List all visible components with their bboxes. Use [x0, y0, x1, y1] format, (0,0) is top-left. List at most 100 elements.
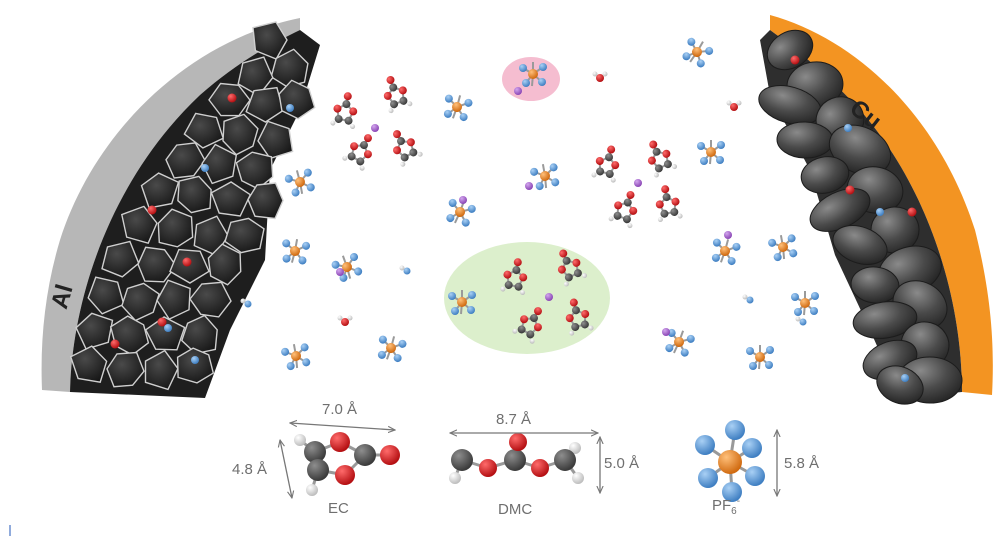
- oxygen-atom: [655, 200, 664, 209]
- oxygen-atom: [513, 258, 522, 267]
- dmc-label: DMC: [498, 501, 533, 518]
- pf6-text: PF: [712, 497, 732, 514]
- hydrogen-atom: [400, 161, 406, 167]
- fluorine-atom: [339, 273, 348, 282]
- pf6-anion: [284, 168, 315, 197]
- carbon-atom: [605, 153, 614, 162]
- phosphorus-atom: [720, 246, 730, 256]
- carbon-atom: [564, 273, 573, 282]
- pf6-size-label: 5.8 Å: [784, 455, 820, 472]
- carbon-atom: [652, 147, 661, 156]
- cathode-grain: [144, 316, 186, 351]
- fluorine-atom: [461, 218, 470, 227]
- carbon-atom: [654, 164, 663, 173]
- oxygen-atom: [581, 309, 590, 318]
- carbon-atom: [307, 459, 329, 481]
- water-molecule: [726, 100, 742, 111]
- hydrogen-atom: [677, 213, 683, 219]
- oxygen-atom: [147, 205, 157, 215]
- carbon-atom: [554, 449, 576, 471]
- fluorine-atom: [302, 358, 311, 367]
- fluorine-atom: [378, 335, 387, 344]
- carbon-atom: [397, 137, 405, 146]
- fluorine-atom: [302, 241, 311, 250]
- electrolyte-molecules: [240, 37, 819, 371]
- oxygen-atom: [364, 134, 372, 143]
- cathode-grain: [176, 347, 215, 384]
- fluorine-atom: [519, 64, 527, 72]
- carbon-atom: [662, 193, 671, 202]
- fluorine-atom: [686, 334, 695, 343]
- phosphorus-atom: [455, 207, 465, 217]
- hydrogen-atom: [563, 281, 569, 287]
- cathode-grain: [87, 276, 125, 315]
- fluorine-atom: [306, 183, 315, 192]
- oxygen-atom: [383, 91, 392, 100]
- fluorine-atom: [876, 208, 884, 216]
- carbon-atom: [562, 256, 571, 265]
- oxygen-atom: [343, 92, 352, 101]
- carbon-atom: [360, 141, 368, 150]
- oxygen-atom: [157, 317, 167, 327]
- cathode-grain: [140, 172, 180, 209]
- carbon-atom: [530, 314, 538, 323]
- fluorine-atom: [282, 254, 291, 263]
- phosphorus-atom: [528, 69, 538, 79]
- anode-grain: [852, 301, 918, 339]
- carbon-atom: [571, 323, 580, 332]
- lithium-ion: [459, 196, 467, 204]
- cathode-grain: [101, 240, 140, 278]
- lithium-ion: [371, 124, 379, 132]
- oxygen-atom: [614, 201, 623, 210]
- cathode-grain: [156, 279, 191, 320]
- oxygen-atom: [380, 445, 400, 465]
- hydrogen-atom: [742, 294, 748, 300]
- hydrogen-atom: [350, 124, 356, 130]
- fluorine-atom: [680, 348, 689, 357]
- hydrogen-atom: [330, 120, 336, 126]
- oxygen-atom: [534, 307, 542, 316]
- phosphorus-atom: [540, 171, 550, 181]
- anode-grain: [832, 225, 888, 265]
- fluorine-atom: [742, 438, 762, 458]
- phosphorus-atom: [457, 297, 467, 307]
- fluorine-atom: [746, 347, 754, 355]
- cathode-grain: [144, 349, 179, 391]
- fluorine-atom: [712, 238, 721, 247]
- ec-height-label: 4.8 Å: [232, 461, 268, 478]
- fluorine-atom: [725, 420, 745, 440]
- carbon-atom: [451, 449, 473, 471]
- phosphorus-atom: [800, 298, 810, 308]
- cathode-grain: [224, 217, 265, 254]
- carbon-atom: [526, 330, 535, 339]
- fluorine-atom: [722, 482, 742, 502]
- phosphorus-atom: [342, 262, 352, 272]
- fluorine-atom: [768, 238, 777, 247]
- fluorine-atom: [711, 253, 720, 262]
- fluorine-atom: [766, 346, 774, 354]
- lithium-ion: [662, 328, 670, 336]
- cathode-grain: [257, 120, 294, 160]
- carbon-atom: [622, 215, 631, 224]
- carbon-atom: [580, 320, 589, 329]
- cathode-grain: [252, 21, 288, 60]
- dmc-height-label: 5.0 Å: [604, 455, 640, 472]
- lithium-ion: [525, 182, 533, 190]
- hydrogen-atom: [672, 164, 678, 170]
- cathode-grain: [165, 142, 206, 179]
- oxygen-atom: [110, 339, 120, 349]
- pf6-subscript: 6: [731, 506, 737, 517]
- hydrogen-atom: [795, 316, 801, 322]
- ec-width-arrow: [290, 423, 395, 430]
- fluorine-atom: [522, 79, 530, 87]
- carbon-atom: [512, 266, 521, 275]
- hydrogen-atom: [500, 286, 506, 292]
- fluorine-atom: [745, 466, 765, 486]
- fluorine-atom: [696, 59, 705, 68]
- fluorine-atom: [377, 350, 386, 359]
- pf6-anion: [697, 140, 725, 165]
- oxygen-atom: [611, 161, 620, 170]
- cathode-grain: [69, 345, 108, 383]
- fluorine-atom: [773, 253, 782, 262]
